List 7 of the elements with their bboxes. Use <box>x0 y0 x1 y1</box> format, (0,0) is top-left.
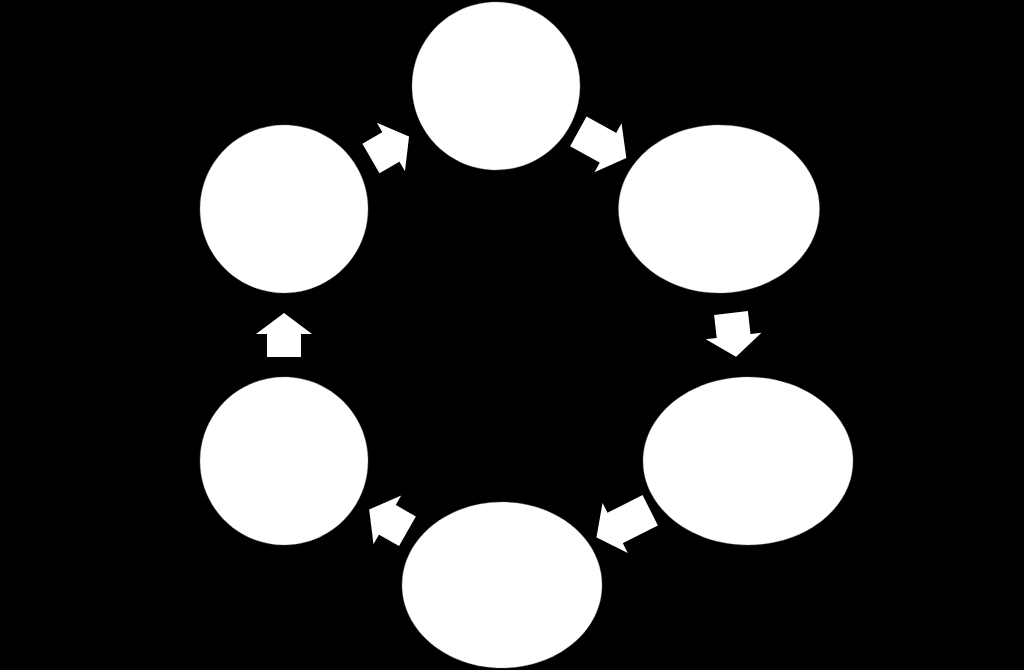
ellipse <box>618 124 820 294</box>
ellipse <box>401 501 603 669</box>
block-arrow <box>596 495 658 553</box>
circle <box>411 1 581 171</box>
circle <box>199 124 369 294</box>
circle <box>199 376 369 546</box>
ellipse <box>642 376 854 546</box>
